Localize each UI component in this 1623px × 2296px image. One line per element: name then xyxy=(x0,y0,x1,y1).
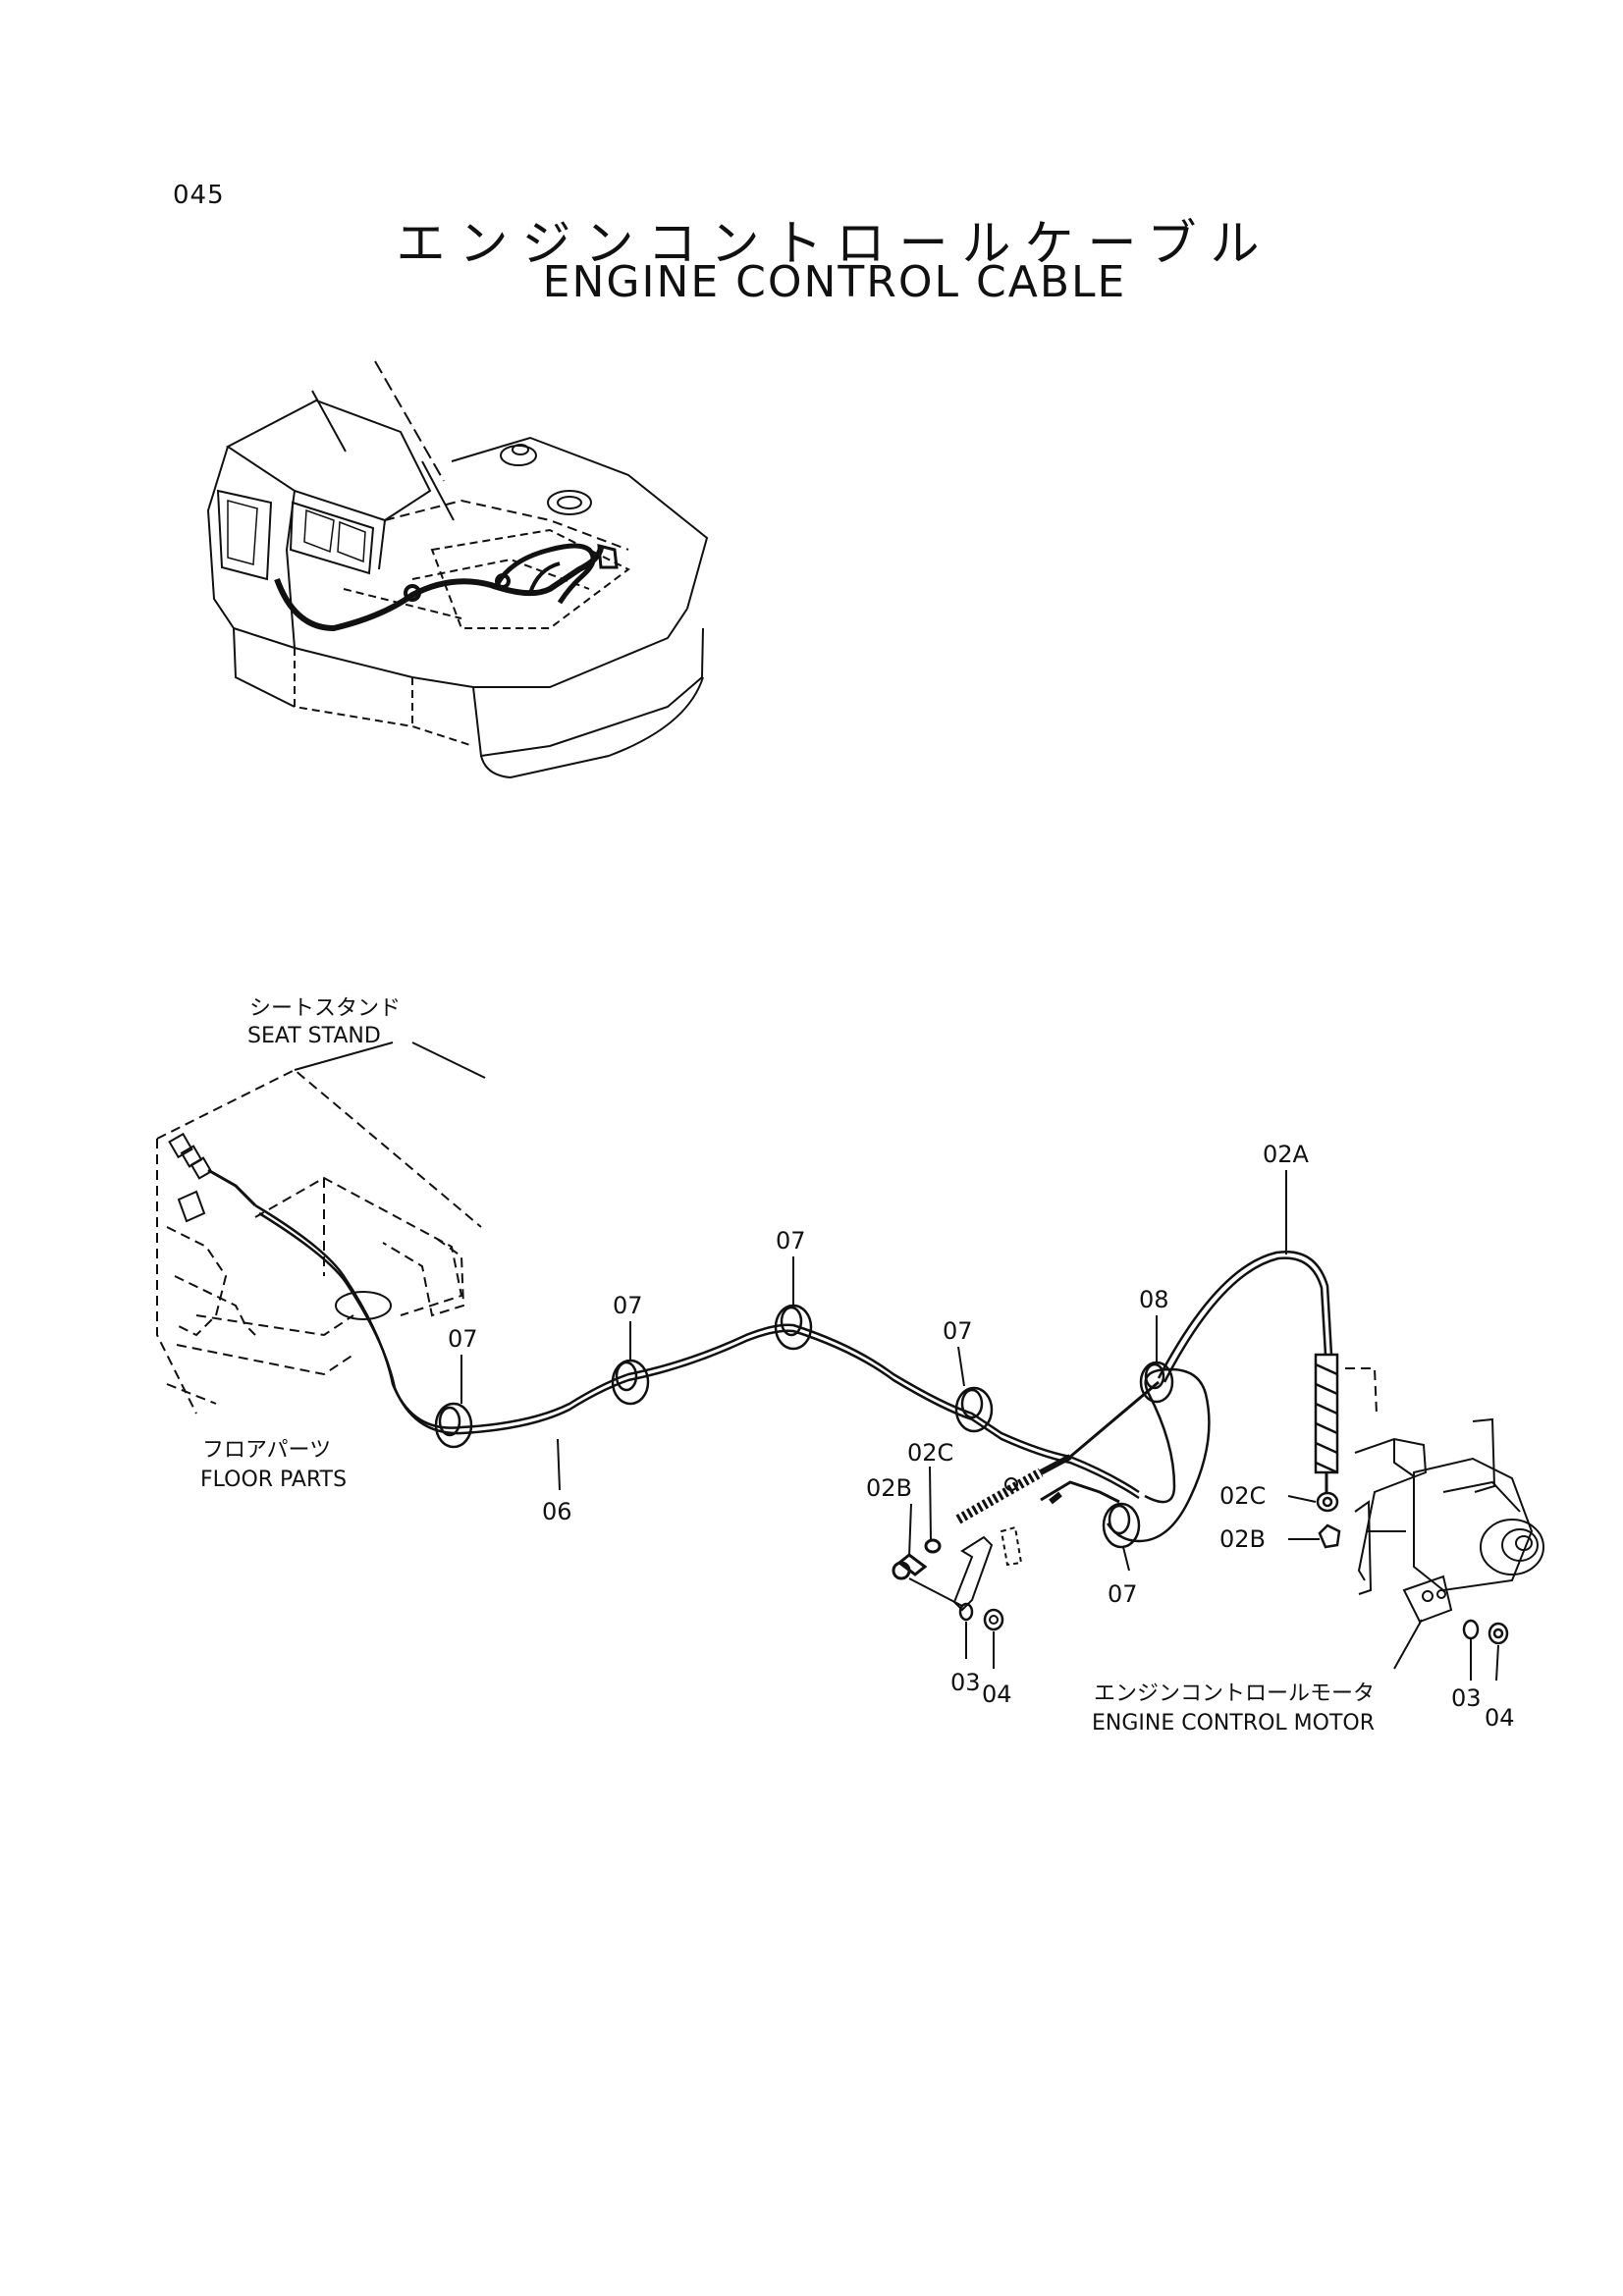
left-lever-bracket xyxy=(892,1525,1023,1631)
cable-end-fitting xyxy=(168,1132,257,1223)
title-english: ENGINE CONTROL CABLE xyxy=(542,257,1127,307)
callout-06: 06 xyxy=(542,1498,572,1525)
clamp-07-5 xyxy=(1102,1502,1141,1549)
seat-stand-label-en: SEAT STAND xyxy=(247,1024,381,1048)
engine-control-motor xyxy=(1345,1367,1544,1624)
callout-08: 08 xyxy=(1139,1286,1169,1313)
callout-03-right: 03 xyxy=(1451,1684,1482,1712)
clamp-07-1 xyxy=(434,1402,473,1449)
seat-stand-outline xyxy=(156,1041,482,1415)
leader-lines xyxy=(411,1041,1499,1682)
callout-02b-left: 02B xyxy=(866,1474,912,1502)
engine-control-motor-label-jp: エンジンコントロールモータ xyxy=(1094,1682,1375,1706)
page-number: 045 xyxy=(173,181,225,210)
floor-parts-label-en: FLOOR PARTS xyxy=(200,1468,347,1492)
callout-02c-left: 02C xyxy=(907,1439,953,1467)
cable-adjuster xyxy=(955,1380,1160,1524)
callout-07-1: 07 xyxy=(448,1325,478,1353)
clamp-07-2 xyxy=(611,1359,650,1406)
right-fasteners xyxy=(1316,1491,1509,1645)
callout-04-left: 04 xyxy=(982,1681,1012,1708)
callout-02b-right: 02B xyxy=(1219,1525,1266,1553)
callout-07-2: 07 xyxy=(613,1292,643,1319)
seat-stand-label-jp: シートスタンド xyxy=(249,996,401,1021)
cable-02a xyxy=(1157,1250,1339,1492)
callout-02c-right: 02C xyxy=(1219,1482,1266,1510)
callout-03-left: 03 xyxy=(950,1669,981,1696)
clamp-07-4 xyxy=(954,1386,994,1433)
callout-04-right: 04 xyxy=(1485,1704,1515,1732)
title-japanese: エンジンコントロールケーブル xyxy=(396,215,1273,272)
floor-parts-label-jp: フロアパーツ xyxy=(202,1438,331,1463)
callout-07-4: 07 xyxy=(943,1317,973,1345)
engine-control-motor-label-en: ENGINE CONTROL MOTOR xyxy=(1092,1711,1375,1735)
clamp-07-3 xyxy=(774,1304,813,1351)
excavator-overview xyxy=(206,360,709,779)
callout-02a: 02A xyxy=(1263,1141,1310,1168)
callout-07-5: 07 xyxy=(1108,1580,1138,1608)
cable-06 xyxy=(254,1203,1211,1543)
callout-07-3: 07 xyxy=(776,1227,806,1255)
